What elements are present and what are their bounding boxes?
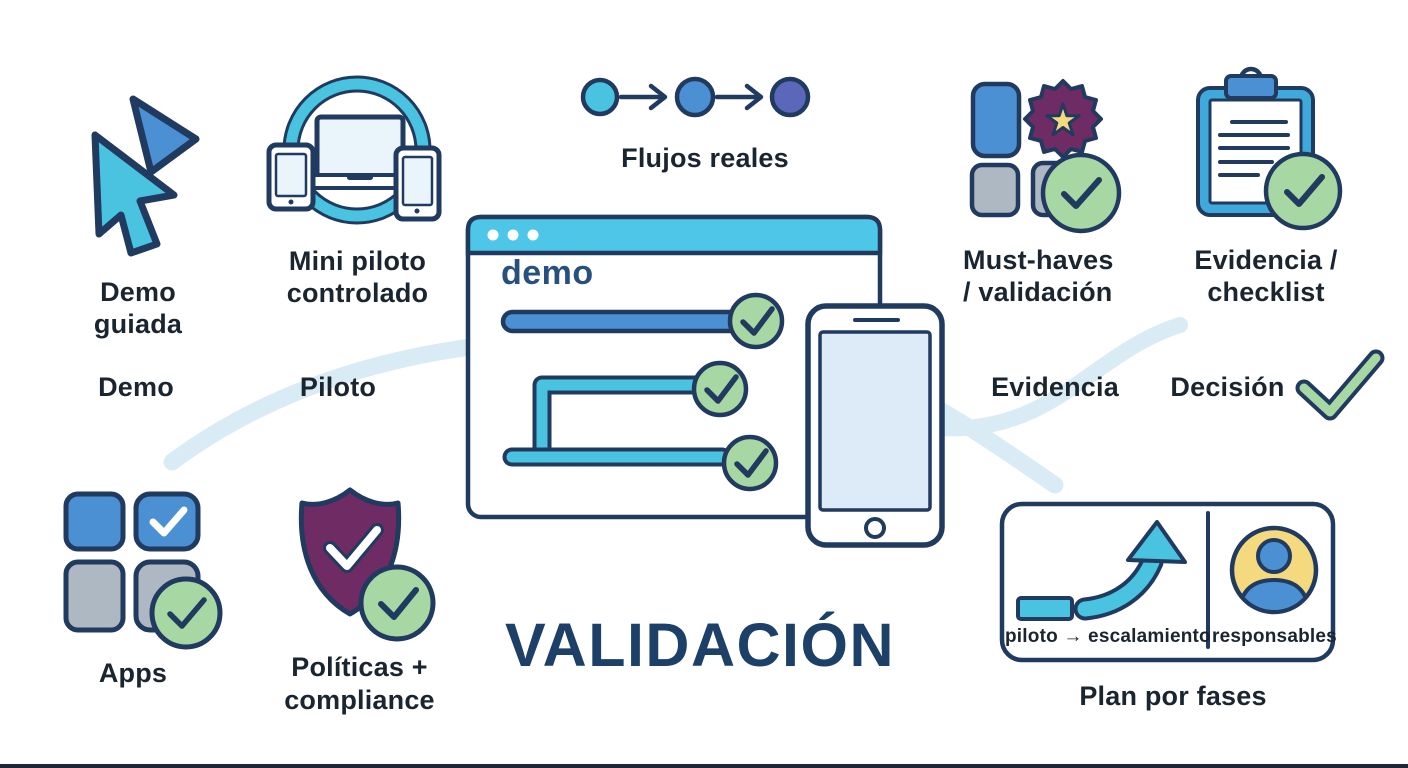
page-title: VALIDACIÓN: [504, 611, 896, 679]
check-icon: [721, 434, 779, 492]
window-dots-icon: [487, 229, 539, 241]
plan-left-label: piloto → escalamiento: [1005, 626, 1211, 647]
bottom-edge-bar: [0, 764, 1408, 768]
must-haves-badge-icon: [969, 79, 1122, 234]
check-icon: [358, 564, 436, 642]
plan-box: [999, 501, 1336, 663]
check-icon: [691, 360, 749, 418]
apps-grid-icon: [63, 491, 223, 650]
clipboard-check-icon: [1196, 66, 1343, 231]
check-icon: [149, 576, 223, 650]
browser-title-text: demo: [501, 254, 594, 292]
flow-steps-icon: [580, 76, 811, 118]
plan-caption: Plan por fases: [1079, 681, 1267, 711]
must-haves-label: Must-haves / validación: [963, 245, 1114, 307]
check-icon: [727, 292, 785, 350]
check-icon: [1040, 152, 1122, 234]
person-icon: [1229, 525, 1319, 615]
stage-label-decision: Decisión: [1170, 372, 1285, 402]
browser-window: [465, 214, 883, 520]
cursor-icon: [91, 95, 200, 257]
plan-right-label: responsables: [1212, 626, 1337, 647]
growth-arrow-icon: [1073, 520, 1187, 621]
politicas-label: Políticas + compliance: [284, 652, 435, 715]
evidencia-checklist-label: Evidencia / checklist: [1194, 245, 1338, 307]
stage-label-demo: Demo: [98, 372, 174, 402]
check-icon: [1263, 151, 1343, 231]
devices-headset-icon: [266, 75, 442, 225]
progress-bar: [500, 309, 758, 334]
flow-snake-path: [502, 375, 732, 467]
document-lines: [1218, 120, 1290, 177]
stage-label-evidencia: Evidencia: [991, 372, 1119, 402]
shield-check-icon: [298, 487, 436, 642]
star-icon: [1045, 102, 1081, 137]
decision-check-icon: [1295, 349, 1385, 421]
stage-label-piloto: Piloto: [299, 372, 377, 402]
apps-label: Apps: [98, 658, 168, 688]
smartphone-icon: [805, 303, 945, 548]
mini-piloto-label: Mini piloto controlado: [286, 246, 429, 308]
demo-guiada-label: Demo guiada: [93, 277, 183, 339]
flujos-reales-label: Flujos reales: [621, 143, 789, 173]
